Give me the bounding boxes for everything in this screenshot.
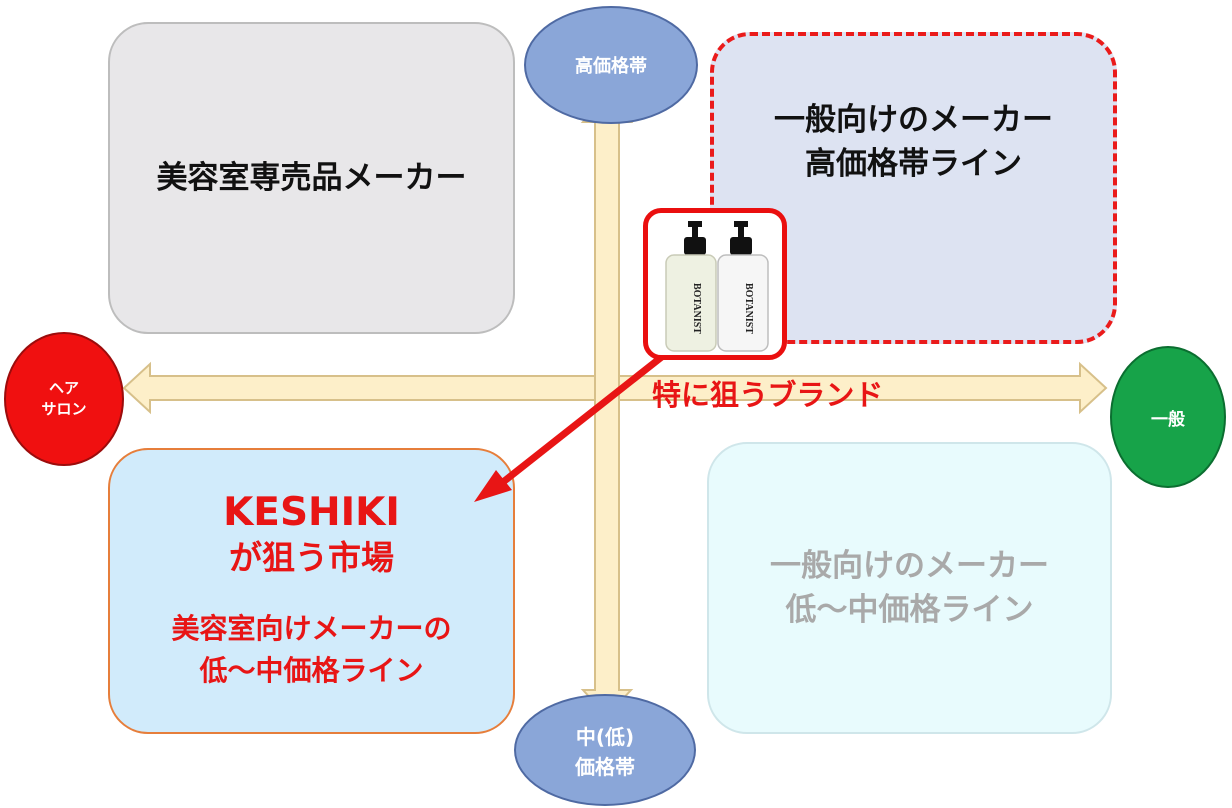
bottle-brand-text: BOTANIST	[691, 283, 702, 334]
axis-label-high-price: 高価格帯	[524, 6, 698, 124]
axis-label-line2: サロン	[41, 400, 87, 418]
axis-label-line1: ヘア	[48, 379, 79, 397]
botanist-bottles-image: BOTANIST BOTANIST	[665, 221, 769, 352]
axis-label-general: 一般	[1110, 346, 1226, 488]
keshiki-brand: KESHIKI	[223, 490, 400, 535]
quadrant-subtitle-line1: 美容室向けメーカーの	[171, 612, 452, 645]
quadrant-title-line2: 高価格帯ライン	[805, 146, 1022, 182]
quadrant-title: 美容室専売品メーカー	[156, 160, 467, 196]
axis-label-text: 高価格帯	[575, 56, 647, 77]
quadrant-title-line2: 低～中価格ライン	[785, 592, 1034, 628]
vertical-axis-arrow	[580, 94, 634, 718]
focus-brand-label: 特に狙うブランド	[652, 378, 884, 412]
axis-label-line1: 中(低)	[575, 725, 635, 749]
product-image-frame: BOTANIST BOTANIST	[643, 208, 787, 360]
quadrant-title-line1: 一般向けのメーカー	[774, 102, 1053, 138]
axis-label-mid-low-price: 中(低) 価格帯	[514, 694, 696, 806]
quadrant-keshiki-target: KESHIKI が狙う市場 美容室向けメーカーの 低～中価格ライン	[108, 448, 515, 734]
quadrant-title-line1: 一般向けのメーカー	[770, 548, 1049, 584]
bottle-brand-text: BOTANIST	[743, 283, 754, 334]
quadrant-general-low-mid-price: 一般向けのメーカー 低～中価格ライン	[707, 442, 1112, 734]
quadrant-subtitle-line2: 低～中価格ライン	[199, 654, 424, 687]
axis-label-line2: 価格帯	[575, 755, 635, 779]
axis-label-hair-salon: ヘア サロン	[4, 332, 124, 466]
pointer-arrow-line	[495, 349, 671, 489]
pointer-arrowhead	[474, 470, 512, 502]
quadrant-salon-exclusive: 美容室専売品メーカー	[108, 22, 515, 334]
quadrant-general-high-price: 一般向けのメーカー 高価格帯ライン	[710, 32, 1117, 344]
axis-label-text: 一般	[1151, 409, 1185, 430]
target-market: が狙う市場	[229, 538, 394, 577]
